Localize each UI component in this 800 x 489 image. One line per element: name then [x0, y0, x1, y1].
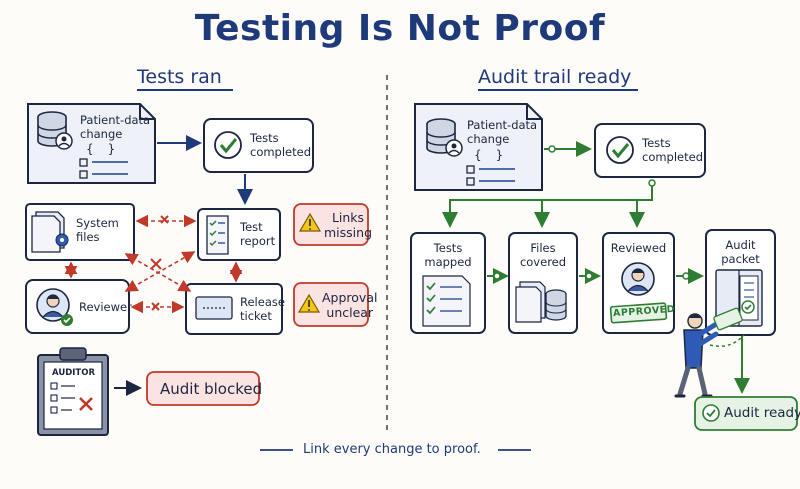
auditor-clipboard: [37, 347, 109, 436]
auditor-label: AUDITOR: [52, 368, 96, 378]
right-patient-change-label: Patient-data change: [467, 118, 538, 146]
release-ticket-label: Release ticket: [240, 295, 285, 323]
right-patient-change-doc: [414, 103, 543, 191]
x-mark-icon: [79, 397, 93, 411]
system-files-label: System files: [76, 216, 119, 244]
approval-unclear-box: [293, 282, 369, 327]
right-tests-completed-label: Tests completed: [642, 136, 704, 164]
ticket-icon: [195, 296, 233, 320]
left-patient-change-doc: [27, 103, 156, 184]
left-patient-change-label: Patient-data change: [80, 113, 151, 141]
audit-blocked-label: Audit blocked: [160, 380, 263, 398]
test-report-label: Test report: [240, 220, 276, 248]
left-tests-completed-label: Tests completed: [250, 131, 312, 159]
check-circle-icon: [702, 404, 720, 422]
check-circle-icon: [214, 131, 242, 159]
system-files-doc: [25, 203, 135, 261]
checklist-icon: [422, 275, 471, 327]
green-links: [442, 141, 750, 394]
audit-ready-label: Audit ready: [724, 405, 800, 421]
approval-unclear-label: Approval unclear: [322, 290, 378, 320]
right-heading: Audit trail ready: [478, 66, 632, 88]
page-title: Testing Is Not Proof: [194, 8, 606, 49]
footer-caption: Link every change to proof.: [303, 442, 481, 457]
x-marks: [150, 215, 169, 311]
person-icon: [36, 288, 70, 322]
links-missing-label: Links missing: [324, 210, 373, 240]
files-database-icon: [515, 281, 567, 323]
audit-packet-label: Audit packet: [721, 238, 760, 266]
approved-stamp: [609, 302, 668, 324]
checklist-icon: [206, 215, 229, 255]
right-brace-text: {}: [474, 148, 518, 162]
reviewer-label: Reviewer: [79, 300, 132, 314]
reviewed-label: Reviewed: [610, 241, 667, 255]
audit-blocked-box: [146, 371, 260, 406]
left-heading: Tests ran: [137, 66, 222, 88]
tests-mapped-label: Tests mapped: [424, 241, 472, 269]
person-icon: [621, 262, 655, 296]
left-brace-text: {}: [86, 142, 130, 156]
person-filing-illustration: [674, 307, 745, 398]
audit-ready-box: [694, 396, 798, 431]
files-covered-label: Files covered: [519, 241, 567, 269]
links-missing-box: [293, 203, 369, 246]
check-circle-icon: [606, 136, 634, 164]
